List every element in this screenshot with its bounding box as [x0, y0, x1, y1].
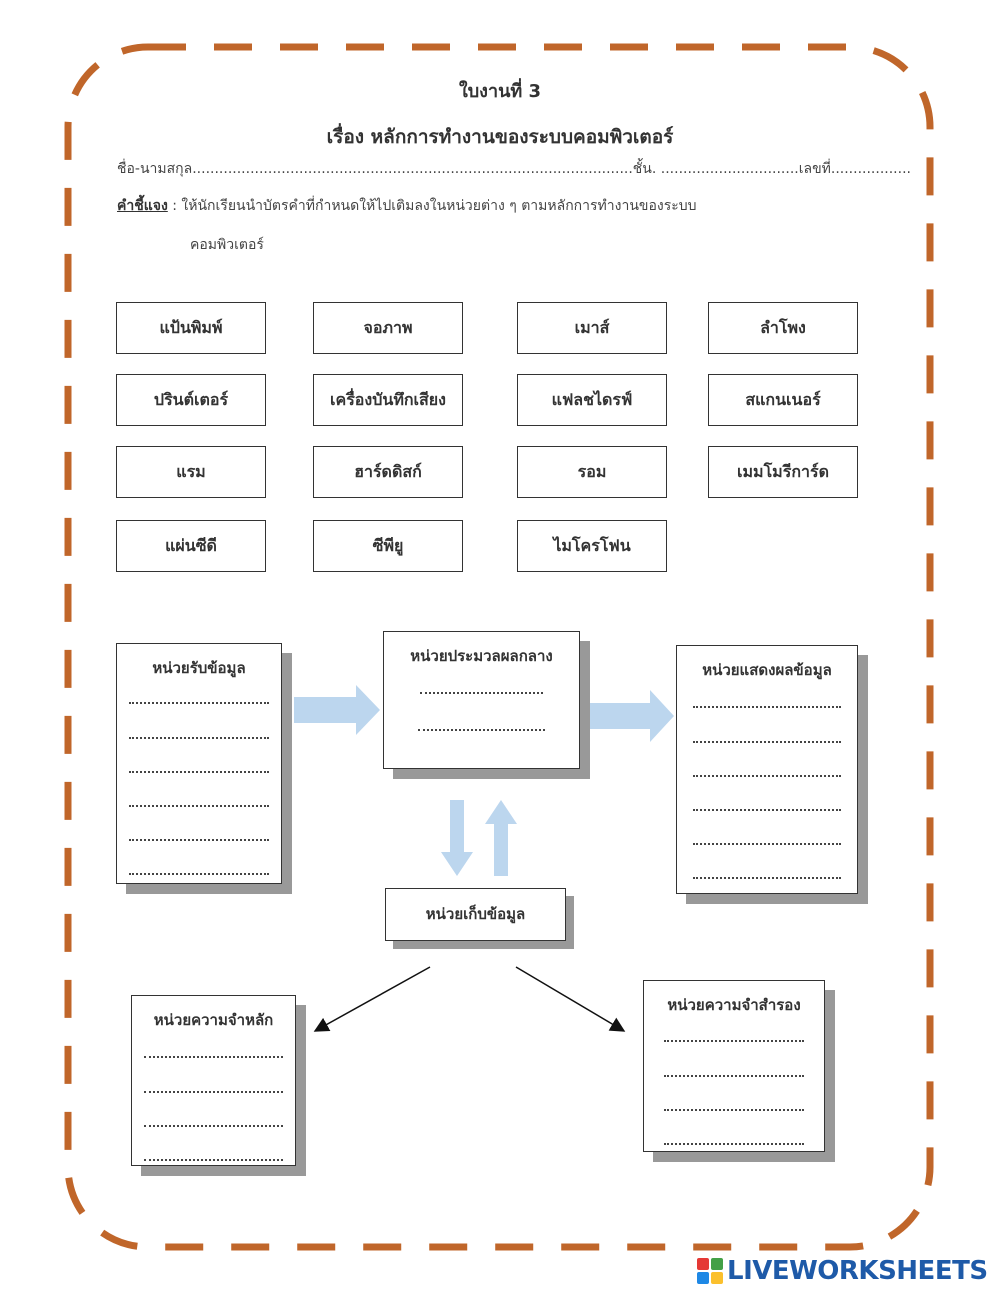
answer-blank[interactable]: [144, 1091, 283, 1093]
word-card[interactable]: แผ่นซีดี: [116, 520, 266, 572]
logo-icon: [697, 1258, 723, 1284]
answer-blank[interactable]: [129, 805, 269, 807]
word-card[interactable]: จอภาพ: [313, 302, 463, 354]
answer-blank[interactable]: [693, 775, 841, 777]
instruction-label: คำชี้แจง: [117, 198, 168, 214]
answer-blank[interactable]: [129, 839, 269, 841]
worksheet-title: ใบงานที่ 3: [458, 81, 542, 102]
right-arrow-icon: [588, 690, 674, 742]
answer-blank[interactable]: [693, 706, 841, 708]
answer-blank[interactable]: [129, 771, 269, 773]
input-unit-title: หน่วยรับข้อมูล: [152, 659, 246, 677]
storage-unit-box: หน่วยเก็บข้อมูล: [385, 888, 566, 941]
instruction-line: คำชี้แจง : ให้นักเรียนนำบัตรคำที่กำหนดให…: [117, 195, 697, 217]
primary-memory-box: หน่วยความจำหลัก: [131, 995, 296, 1166]
word-card[interactable]: ปรินต์เตอร์: [116, 374, 266, 426]
word-card[interactable]: เมมโมรีการ์ด: [708, 446, 858, 498]
word-card[interactable]: รอม: [517, 446, 667, 498]
word-card[interactable]: แฟลชไดรฟ์: [517, 374, 667, 426]
word-card[interactable]: เครื่องบันทึกเสียง: [313, 374, 463, 426]
secondary-memory-box: หน่วยความจำสำรอง: [643, 980, 825, 1152]
down-arrow-icon: [441, 800, 473, 876]
output-unit-box: หน่วยแสดงผลข้อมูล: [676, 645, 858, 894]
process-unit-title: หน่วยประมวลผลกลาง: [410, 647, 553, 665]
answer-blank[interactable]: [144, 1125, 283, 1127]
connector-arrow: [515, 966, 626, 1032]
liveworksheets-logo: LIVEWORKSHEETS: [697, 1256, 988, 1286]
answer-blank[interactable]: [129, 702, 269, 704]
answer-blank[interactable]: [144, 1159, 283, 1161]
answer-blank[interactable]: [693, 741, 841, 743]
primary-memory-title: หน่วยความจำหลัก: [153, 1011, 274, 1029]
answer-blank[interactable]: [144, 1056, 283, 1058]
output-unit-title: หน่วยแสดงผลข้อมูล: [702, 661, 832, 679]
answer-blank[interactable]: [420, 692, 543, 694]
word-card[interactable]: สแกนเนอร์: [708, 374, 858, 426]
answer-blank[interactable]: [664, 1075, 804, 1077]
connector-arrow: [313, 966, 431, 1032]
word-card[interactable]: แรม: [116, 446, 266, 498]
answer-blank[interactable]: [693, 877, 841, 879]
answer-blank[interactable]: [129, 873, 269, 875]
storage-unit-title: หน่วยเก็บข้อมูล: [425, 905, 526, 923]
answer-blank[interactable]: [693, 843, 841, 845]
process-unit-box: หน่วยประมวลผลกลาง: [383, 631, 580, 769]
word-card[interactable]: เมาส์: [517, 302, 667, 354]
answer-blank[interactable]: [418, 729, 545, 731]
word-card[interactable]: ซีพียู: [313, 520, 463, 572]
answer-blank[interactable]: [129, 737, 269, 739]
instruction-continuation: คอมพิวเตอร์: [190, 237, 264, 253]
up-arrow-icon: [485, 800, 517, 876]
logo-text: LIVEWORKSHEETS: [727, 1256, 988, 1286]
worksheet-subject: เรื่อง หลักการทำงานของระบบคอมพิวเตอร์: [326, 126, 674, 148]
answer-blank[interactable]: [693, 809, 841, 811]
instruction-text: : ให้นักเรียนนำบัตรคำที่กำหนดให้ไปเติมลง…: [167, 198, 697, 214]
word-card[interactable]: ฮาร์ดดิสก์: [313, 446, 463, 498]
secondary-memory-title: หน่วยความจำสำรอง: [667, 996, 801, 1014]
answer-blank[interactable]: [664, 1040, 804, 1042]
right-arrow-icon: [294, 685, 380, 735]
word-card[interactable]: ไมโครโฟน: [517, 520, 667, 572]
word-card[interactable]: ลำโพง: [708, 302, 858, 354]
answer-blank[interactable]: [664, 1109, 804, 1111]
answer-blank[interactable]: [664, 1143, 804, 1145]
name-class-number-field[interactable]: ชื่อ-นามสกุล............................…: [117, 161, 911, 177]
word-card[interactable]: แป้นพิมพ์: [116, 302, 266, 354]
input-unit-box: หน่วยรับข้อมูล: [116, 643, 282, 884]
